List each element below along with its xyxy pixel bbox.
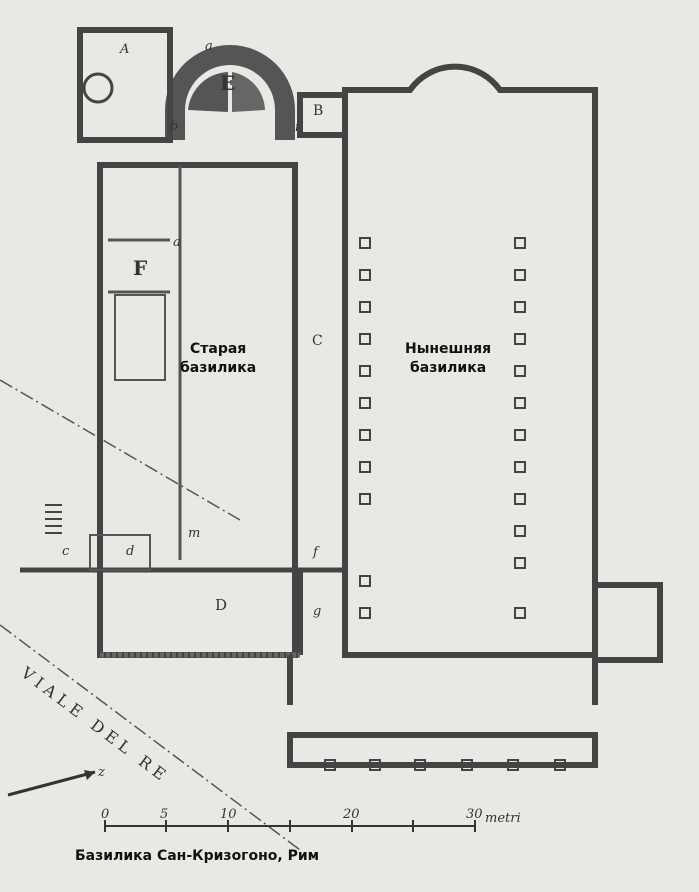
label-a-top: a xyxy=(205,39,213,54)
label-g: g xyxy=(313,604,321,619)
scale-label-0: 0 xyxy=(101,807,109,822)
label-b: b xyxy=(170,119,178,134)
label-E: E xyxy=(220,71,235,95)
road-line-lower xyxy=(0,624,301,851)
scale-label-5: 5 xyxy=(160,807,168,822)
label-c: c xyxy=(62,544,70,559)
scale-bar xyxy=(104,820,476,832)
label-B: B xyxy=(313,103,323,119)
figure-caption: Базилика Сан-Кризогоно, Рим xyxy=(75,848,320,864)
scale-label-20: 20 xyxy=(342,807,360,822)
label-F: F xyxy=(133,256,147,280)
label-f: f xyxy=(312,545,320,560)
old-basilica-apse xyxy=(77,27,295,143)
new-basilica-label-line1: Нынешняя xyxy=(405,341,491,357)
columns-right-row xyxy=(514,237,526,619)
label-D: D xyxy=(215,596,227,614)
label-d: d xyxy=(126,544,134,559)
portico-columns xyxy=(324,759,566,771)
scale-unit: metri xyxy=(485,811,521,826)
new-basilica-walls xyxy=(287,63,663,768)
scale-label-10: 10 xyxy=(220,807,237,822)
columns-left-row xyxy=(359,237,371,619)
old-basilica-label-line1: Старая xyxy=(190,341,246,357)
compass-letter: z xyxy=(97,765,105,780)
road-line-upper xyxy=(0,379,241,521)
label-C: C xyxy=(312,333,323,349)
label-i: i xyxy=(295,120,299,135)
label-m: m xyxy=(188,526,200,541)
staircase-lines xyxy=(45,504,62,534)
north-arrow-icon xyxy=(7,770,96,797)
label-A: A xyxy=(119,42,129,57)
label-a-side: a xyxy=(173,235,181,250)
new-basilica-label-line2: базилика xyxy=(410,360,486,376)
scale-label-30: 30 xyxy=(466,807,483,822)
old-basilica-walls xyxy=(20,162,345,658)
old-basilica-label-line2: базилика xyxy=(180,360,256,376)
